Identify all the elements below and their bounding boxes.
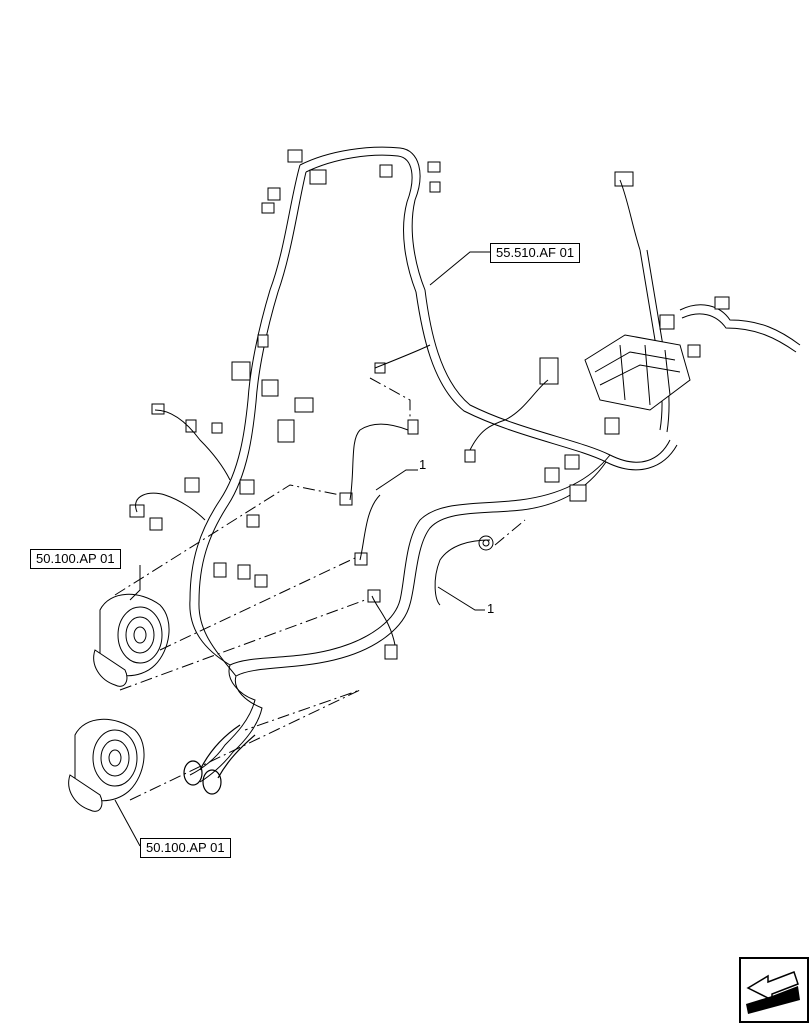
- blower-motor-upper: [93, 593, 170, 687]
- ground-cable: [183, 724, 256, 795]
- blower-reference-label-upper: 50.100.AP 01: [30, 549, 121, 569]
- next-page-arrow-icon[interactable]: [738, 956, 810, 1024]
- wire-leads: [135, 179, 641, 646]
- item-callout-upper: 1: [419, 457, 427, 472]
- assembly-lines: [114, 377, 526, 801]
- blower-motor-lower: [68, 718, 145, 812]
- wiring-harness-diagram: [68, 146, 801, 847]
- item-callout-lower: 1: [487, 601, 495, 616]
- fuse-relay-module: [584, 334, 691, 411]
- harness-reference-label: 55.510.AF 01: [490, 243, 581, 263]
- leader-lines: [114, 251, 490, 847]
- blower-reference-label-lower: 50.100.AP 01: [140, 838, 231, 858]
- main-harness: [189, 146, 801, 783]
- connectors: [129, 149, 730, 660]
